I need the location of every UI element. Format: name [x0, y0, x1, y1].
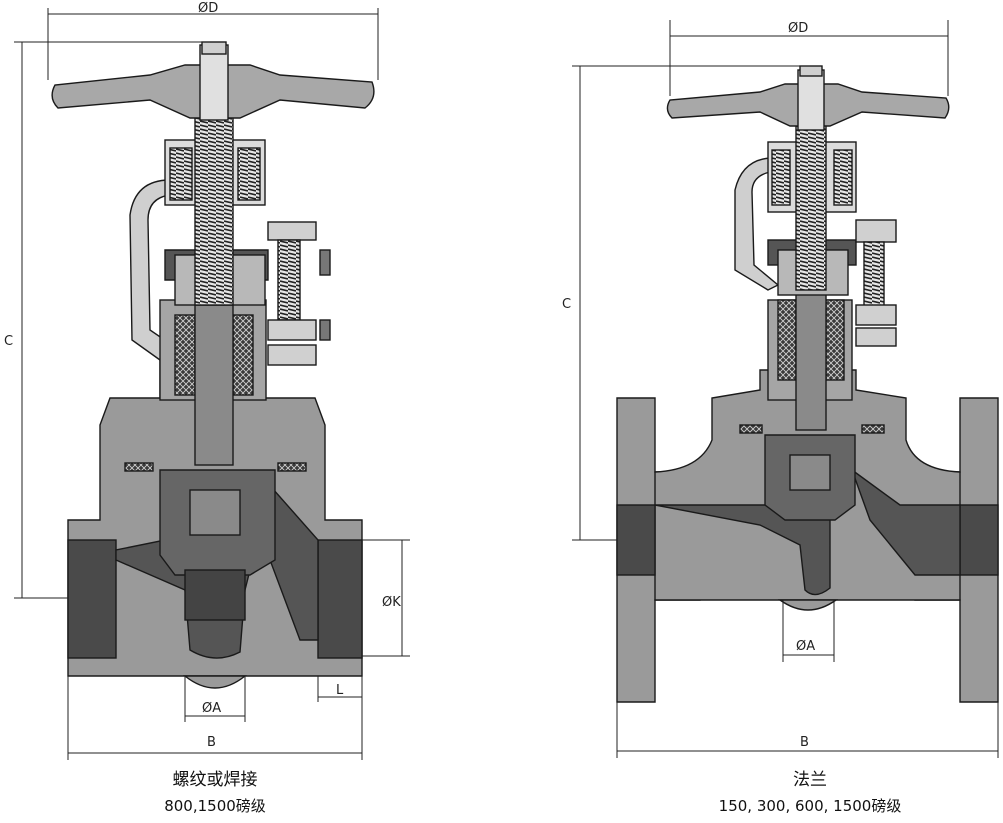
left-dim-k-label: ØK	[382, 595, 401, 610]
right-dimension-lines	[572, 20, 999, 758]
left-side-bolt	[267, 221, 317, 241]
left-valve-drawing	[51, 41, 375, 689]
right-caption-class: 150, 300, 600, 1500磅级	[718, 797, 902, 815]
left-stem	[194, 304, 234, 466]
right-socket-port	[317, 539, 363, 659]
left-dim-d-label: ØD	[198, 1, 218, 16]
left-packing	[174, 314, 196, 396]
left-socket-port	[67, 539, 117, 659]
left-dim-a-label: ØA	[202, 701, 221, 716]
right-dim-d-label: ØD	[788, 21, 808, 36]
right-stem-thread	[795, 99, 827, 291]
right-caption-type: 法兰	[793, 770, 827, 790]
right-dim-b-label: B	[800, 735, 809, 750]
right-side-bolt	[855, 219, 897, 243]
left-caption-class: 800,1500磅级	[164, 797, 266, 815]
right-dim-a-label: ØA	[796, 639, 815, 654]
left-dimension-lines	[14, 8, 410, 760]
left-stem-thread	[194, 99, 234, 306]
right-packing	[777, 299, 797, 381]
left-dim-l-label: L	[336, 683, 344, 698]
left-dim-b-label: B	[207, 735, 216, 750]
left-dim-c-label: C	[4, 334, 13, 349]
left-caption-type: 螺纹或焊接	[172, 770, 258, 790]
right-dim-c-label: C	[562, 297, 571, 312]
right-stem	[795, 289, 827, 431]
right-valve-drawing	[616, 65, 999, 703]
